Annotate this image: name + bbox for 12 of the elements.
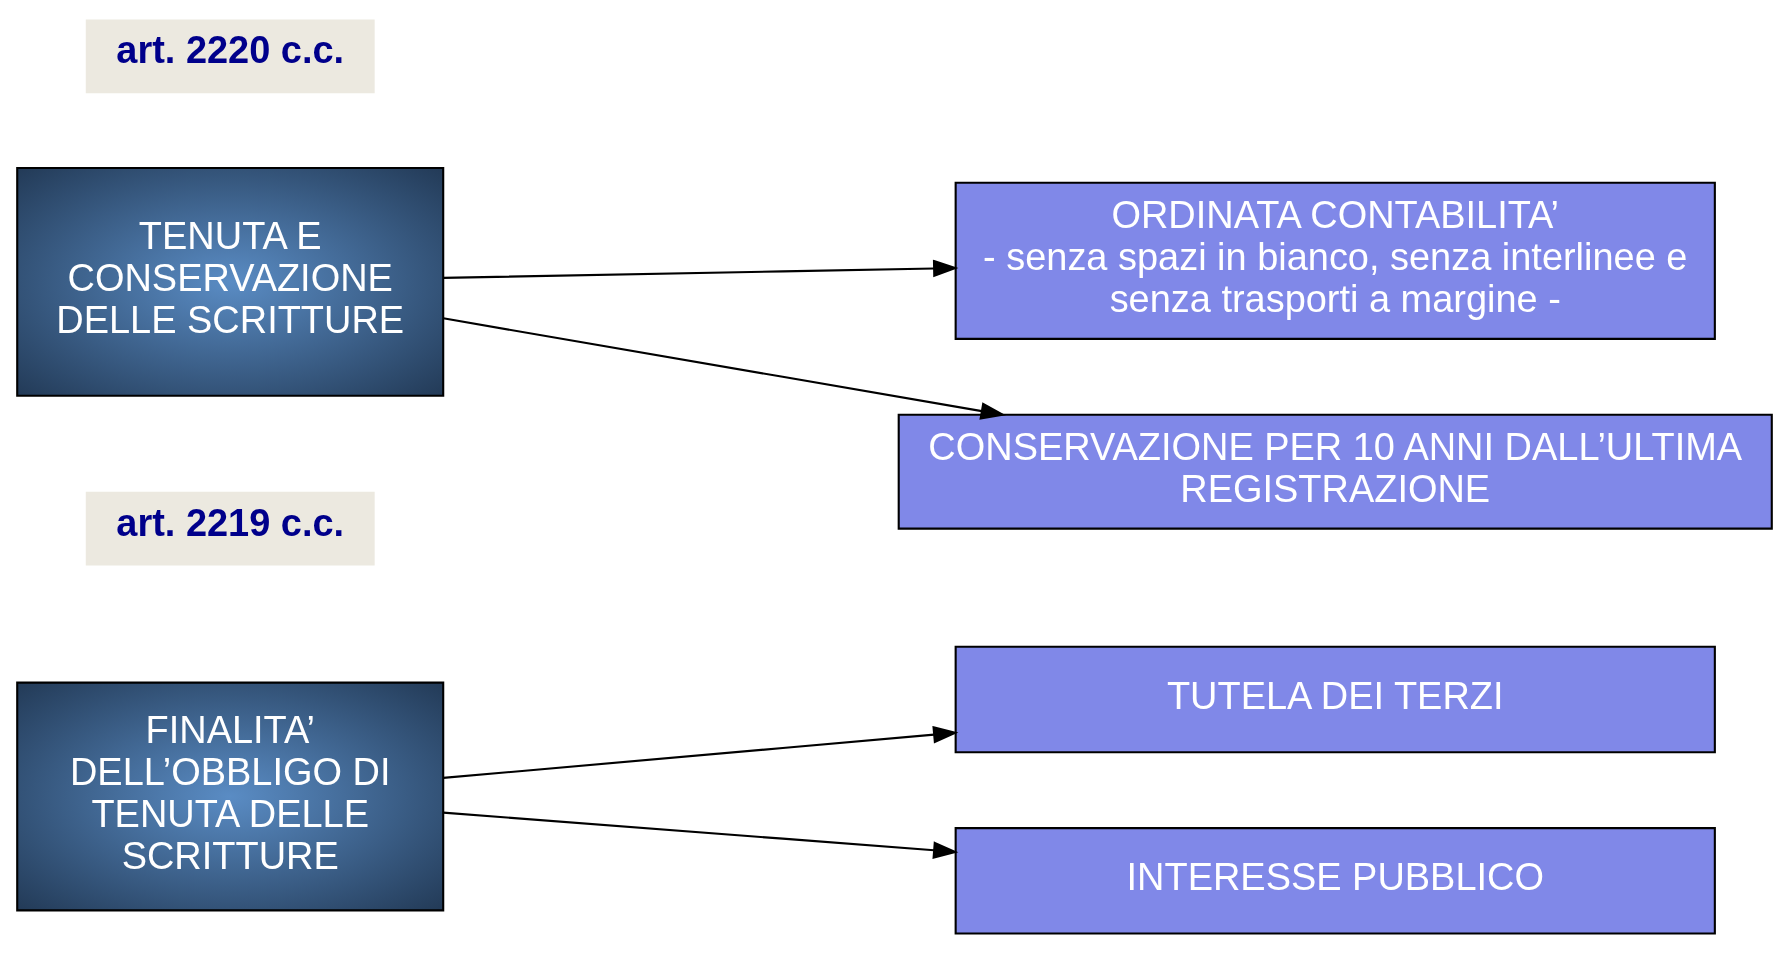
node-box: art. 2219 c.c. <box>85 491 375 566</box>
arrow <box>443 811 959 860</box>
arrow <box>443 317 1006 420</box>
node-box: TUTELA DEI TERZI <box>954 645 1716 754</box>
node-box: art. 2220 c.c. <box>85 19 375 94</box>
arrow <box>443 259 959 279</box>
node-box: ORDINATA CONTABILITA’ - senza spazi in bianco, senza interlinee e senza trasporti a margine - <box>954 181 1716 340</box>
node-box: TENUTA E CONSERVAZIONE DELLE SCRITTURE <box>16 167 445 397</box>
arrow <box>443 725 959 779</box>
node-box: FINALITA’ DELL’OBBLIGO DI TENUTA DELLE SCRITTURE <box>16 681 445 912</box>
node-box: INTERESSE PUBBLICO <box>954 827 1716 935</box>
node-box: CONSERVAZIONE PER 10 ANNI DALL’ULTIMA REGISTRAZIONE <box>897 413 1773 530</box>
